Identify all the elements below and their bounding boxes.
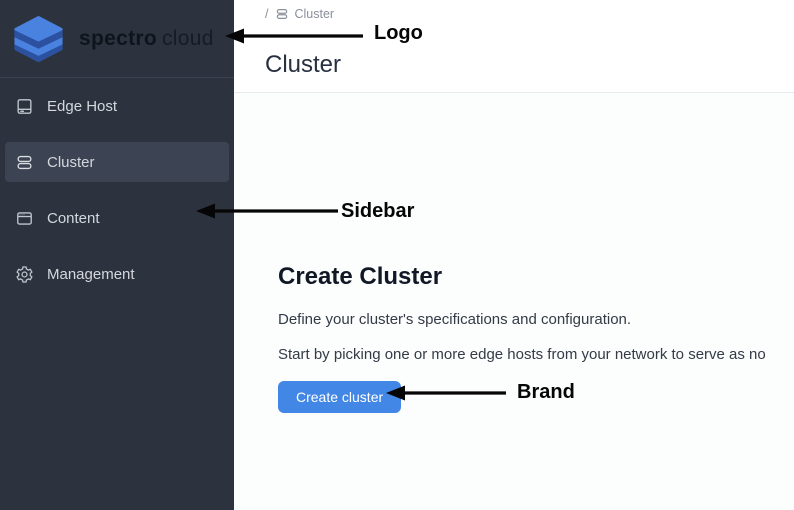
sidebar-item-cluster[interactable]: Cluster [5,142,229,182]
sidebar-item-label: Cluster [47,153,95,171]
sidebar-item-label: Management [47,265,135,283]
breadcrumb-item[interactable]: Cluster [294,7,335,21]
page-header: / Cluster Cluster [234,0,794,93]
create-cluster-section: Create Cluster Define your cluster's spe… [234,93,794,413]
edge-host-icon [15,97,34,116]
section-heading: Create Cluster [278,263,443,290]
gear-icon [15,265,34,284]
sidebar-item-edge-host[interactable]: Edge Host [5,86,229,126]
sidebar-item-content[interactable]: Content [5,198,229,238]
sidebar-item-label: Content [47,209,100,227]
spectro-cloud-logo-icon [14,15,63,62]
section-description-line2: Start by picking one or more edge hosts … [278,346,766,363]
sidebar-nav: Edge Host Cluster Content [0,78,234,310]
page-title: Cluster [265,51,342,78]
create-cluster-button[interactable]: Create cluster [278,381,402,413]
sidebar-item-management[interactable]: Management [5,254,229,294]
breadcrumb-separator: / [265,7,269,21]
main-content: / Cluster Cluster Create Cluster Define … [234,0,794,510]
cluster-icon [275,7,289,21]
logo-text-secondary: cloud [161,26,214,50]
content-icon [15,209,34,228]
logo-text-primary: spectro [79,26,157,50]
cluster-icon [15,153,34,172]
section-description-line1: Define your cluster's specifications and… [278,311,632,328]
sidebar-item-label: Edge Host [47,97,118,115]
breadcrumb: / Cluster [265,5,794,23]
